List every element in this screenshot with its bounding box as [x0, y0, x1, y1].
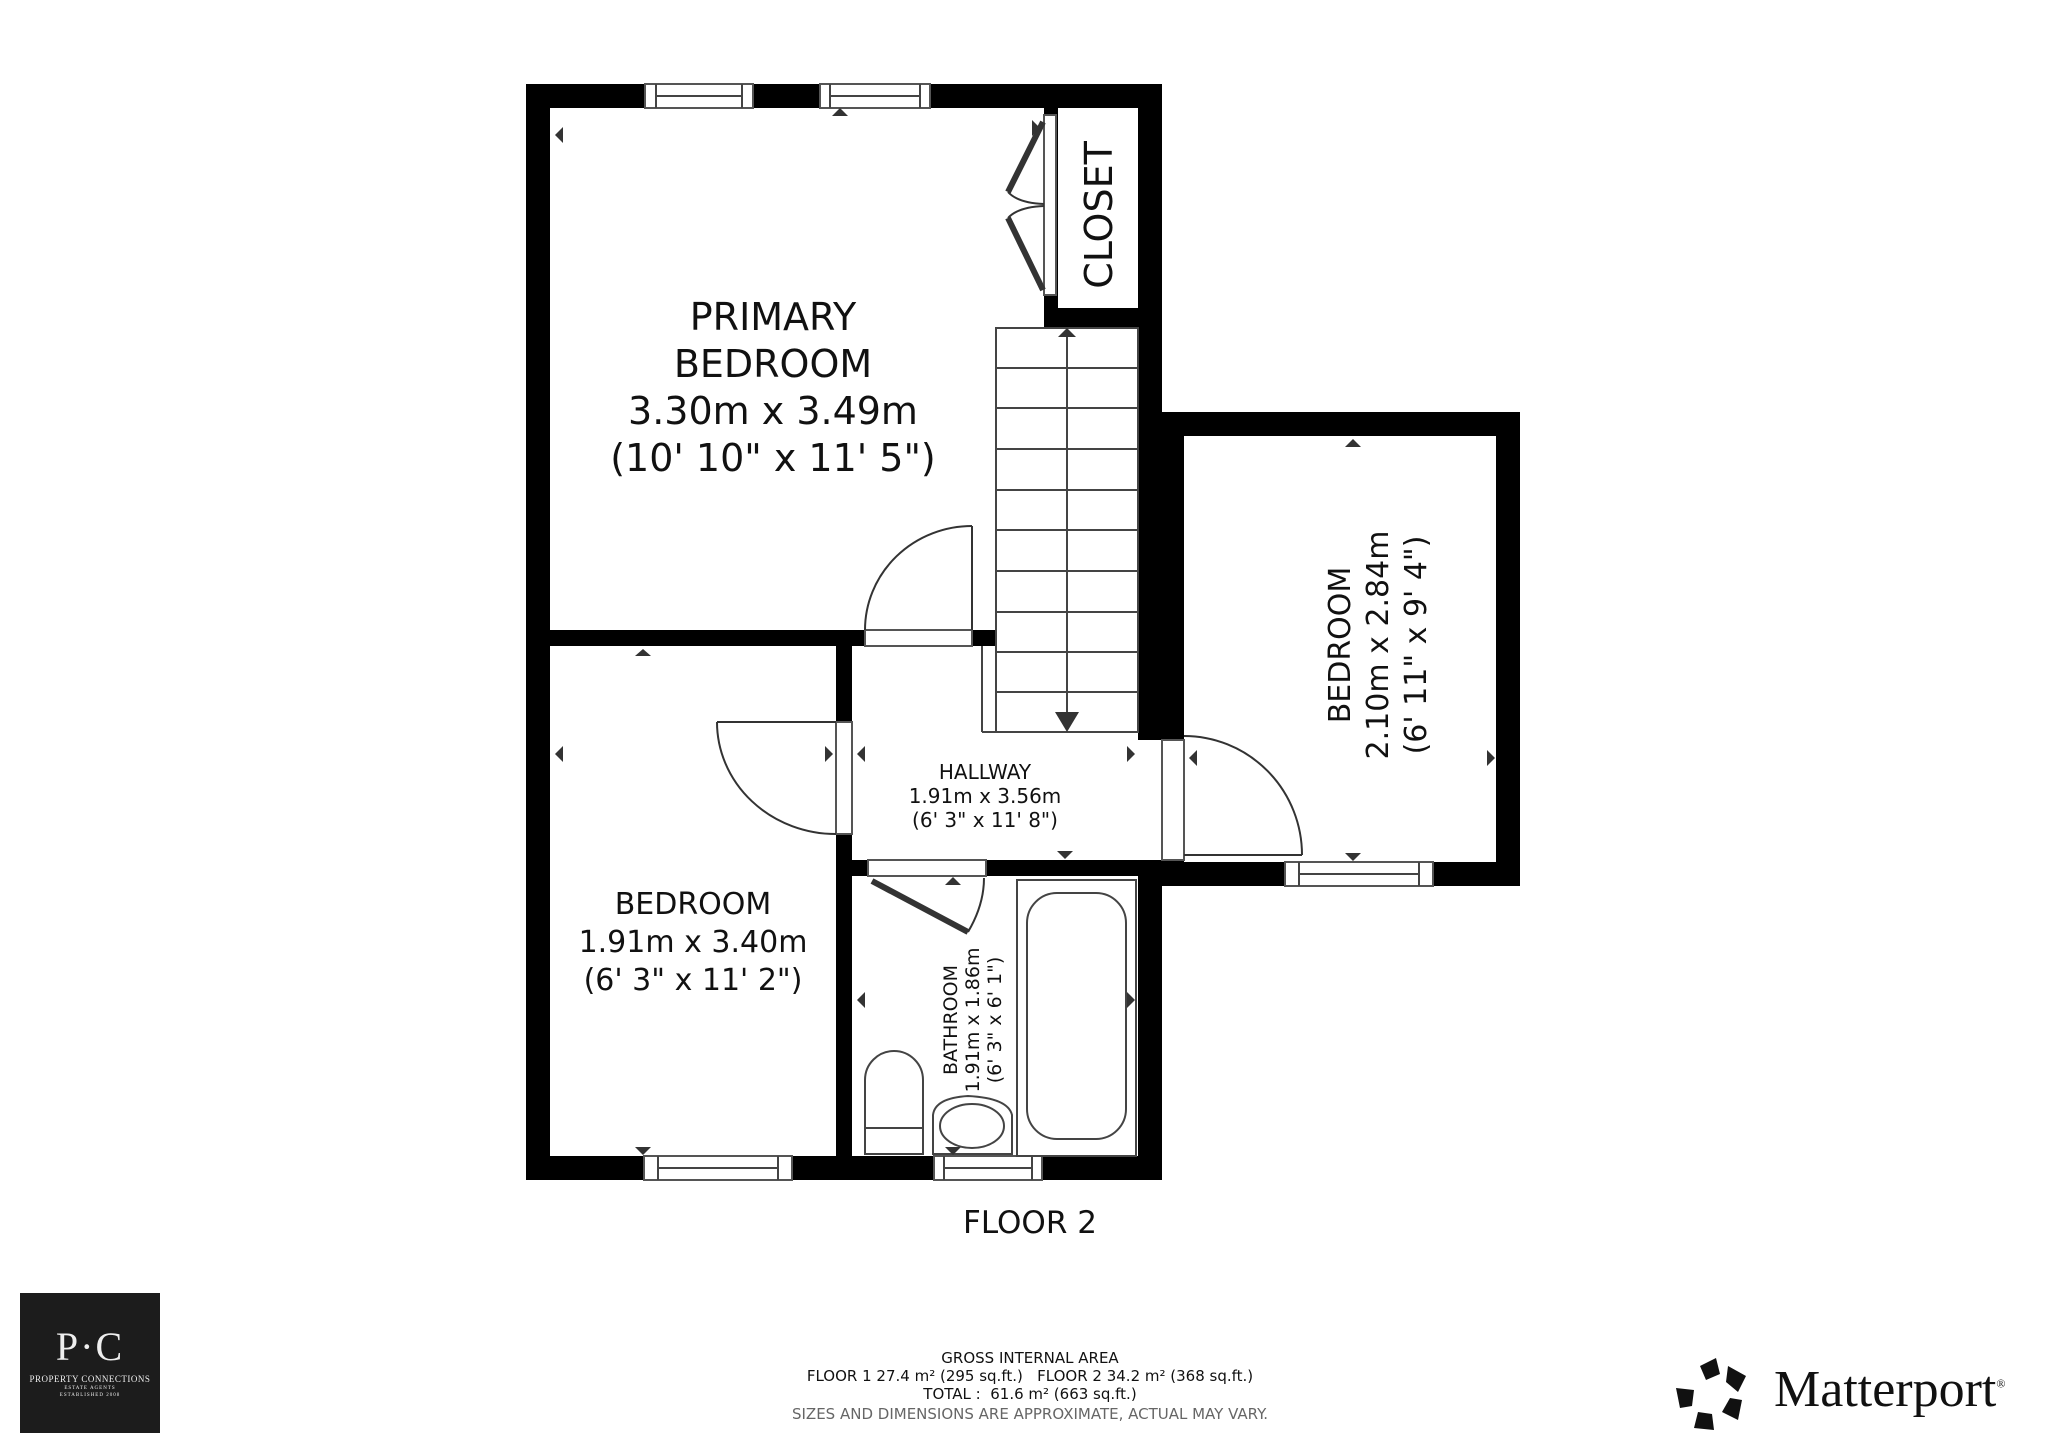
- svg-text:PRIMARY: PRIMARY: [690, 295, 857, 339]
- room-label-closet: CLOSET: [1077, 140, 1121, 288]
- floor-label: FLOOR 2: [963, 1205, 1097, 1241]
- gia-disclaimer: SIZES AND DIMENSIONS ARE APPROXIMATE, AC…: [791, 1405, 1268, 1423]
- room-label-bedroom-left: BEDROOM 1.91m x 3.40m (6' 3" x 11' 2"): [579, 887, 808, 998]
- doors: [716, 525, 1303, 935]
- door-left-bedroom: [716, 721, 853, 835]
- svg-text:(10' 10" x 11' 5"): (10' 10" x 11' 5"): [610, 436, 936, 480]
- svg-text:BEDROOM: BEDROOM: [615, 887, 772, 922]
- svg-text:(6' 3" x 11' 2"): (6' 3" x 11' 2"): [584, 963, 803, 998]
- svg-text:1.91m x 3.56m: 1.91m x 3.56m: [909, 784, 1062, 808]
- gia-total: TOTAL : 61.6 m² (663 sq.ft.): [923, 1385, 1137, 1403]
- svg-text:(6' 11" x 9' 4"): (6' 11" x 9' 4"): [1399, 536, 1434, 755]
- matterport-star-icon: [1676, 1358, 1746, 1430]
- dimension-markers: [555, 108, 1495, 1155]
- gia-floors: FLOOR 1 27.4 m² (295 sq.ft.) FLOOR 2 34.…: [806, 1367, 1254, 1385]
- matterport-logo: Matterport®: [1672, 1352, 2042, 1432]
- registered-mark: ®: [1996, 1376, 2006, 1391]
- svg-text:3.30m x 3.49m: 3.30m x 3.49m: [628, 389, 918, 433]
- svg-text:BEDROOM: BEDROOM: [1323, 567, 1358, 724]
- closet-doors: [1005, 114, 1057, 296]
- svg-text:HALLWAY: HALLWAY: [939, 760, 1032, 784]
- svg-text:BATHROOM: BATHROOM: [940, 965, 962, 1075]
- door-right-bedroom: [1161, 735, 1303, 861]
- room-label-bathroom: BATHROOM 1.91m x 1.86m (6' 3" x 6' 1"): [940, 948, 1006, 1093]
- svg-text:1.91m x 3.40m: 1.91m x 3.40m: [579, 925, 808, 960]
- staircase: [981, 327, 1139, 733]
- sink-icon: [932, 1094, 1013, 1155]
- window-primary-1: [644, 83, 754, 109]
- door-primary-bedroom: [864, 525, 973, 647]
- svg-text:(6' 3" x 11' 8"): (6' 3" x 11' 8"): [912, 808, 1058, 832]
- gross-internal-area: GROSS INTERNAL AREA FLOOR 1 27.4 m² (295…: [700, 1349, 1360, 1423]
- gia-title: GROSS INTERNAL AREA: [941, 1349, 1119, 1367]
- svg-text:BEDROOM: BEDROOM: [674, 342, 872, 386]
- bathtub-icon: [1016, 879, 1137, 1157]
- window-right-bedroom: [1284, 861, 1434, 887]
- svg-text:2.10m x 2.84m: 2.10m x 2.84m: [1361, 531, 1396, 760]
- agent-monogram: P·C: [55, 1324, 125, 1369]
- window-left-bedroom: [643, 1155, 793, 1181]
- windows: [643, 83, 1434, 1181]
- agent-tagline-2: ESTABLISHED 2008: [59, 1393, 121, 1398]
- bathroom-fixtures: [864, 879, 1137, 1157]
- window-primary-2: [819, 83, 931, 109]
- room-label-bedroom-right: BEDROOM 2.10m x 2.84m (6' 11" x 9' 4"): [1323, 531, 1434, 760]
- door-bathroom: [867, 859, 987, 935]
- room-label-primary-bedroom: PRIMARY BEDROOM 3.30m x 3.49m (10' 10" x…: [610, 295, 936, 480]
- svg-text:1.91m x 1.86m: 1.91m x 1.86m: [962, 948, 984, 1093]
- matterport-wordmark: Matterport: [1774, 1361, 1997, 1418]
- window-bathroom: [933, 1155, 1043, 1181]
- agent-name: PROPERTY CONNECTIONS: [29, 1374, 151, 1384]
- stairs-down-arrow-icon: [1055, 712, 1079, 732]
- stairs-up-arrow-icon: [1058, 328, 1076, 337]
- agent-tagline-1: ESTATE AGENTS: [64, 1386, 116, 1391]
- agent-logo: P·C PROPERTY CONNECTIONS ESTATE AGENTS E…: [20, 1293, 160, 1433]
- svg-text:(6' 3" x 6' 1"): (6' 3" x 6' 1"): [984, 957, 1006, 1084]
- toilet-icon: [864, 1050, 924, 1155]
- room-label-hallway: HALLWAY 1.91m x 3.56m (6' 3" x 11' 8"): [909, 760, 1062, 832]
- svg-text:CLOSET: CLOSET: [1077, 140, 1121, 288]
